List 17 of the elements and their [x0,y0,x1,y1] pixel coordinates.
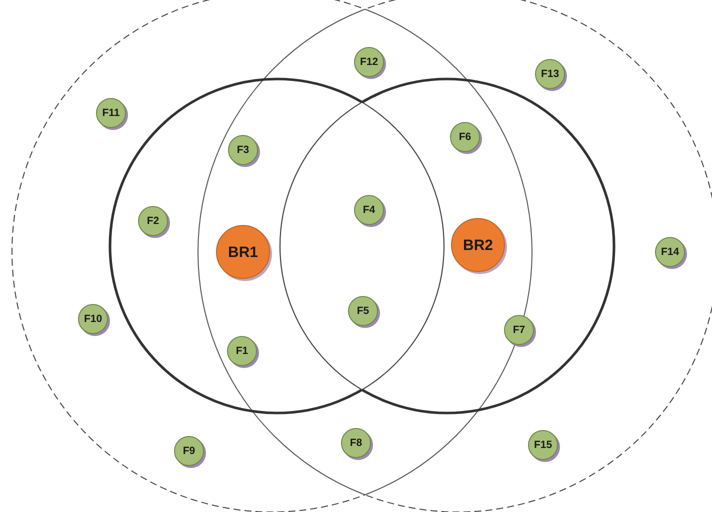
node-circle: F10 [78,304,108,334]
hub-circle: BR2 [451,218,505,272]
node-circle: F2 [138,206,168,236]
node-circle: F4 [354,195,384,225]
node-circle: F6 [450,122,480,152]
node-circle: F1 [227,336,257,366]
node-circle: F15 [528,430,558,460]
node-circle: F14 [655,237,685,267]
node-circle: F8 [341,428,371,458]
node-circle: F13 [535,59,565,89]
node-circle: F5 [348,296,378,326]
hub-circle: BR1 [216,225,270,279]
node-circle: F7 [504,315,534,345]
node-circle: F3 [228,135,258,165]
node-circle: F11 [96,98,126,128]
node-circle: F9 [174,436,204,466]
node-circle: F12 [354,47,384,77]
